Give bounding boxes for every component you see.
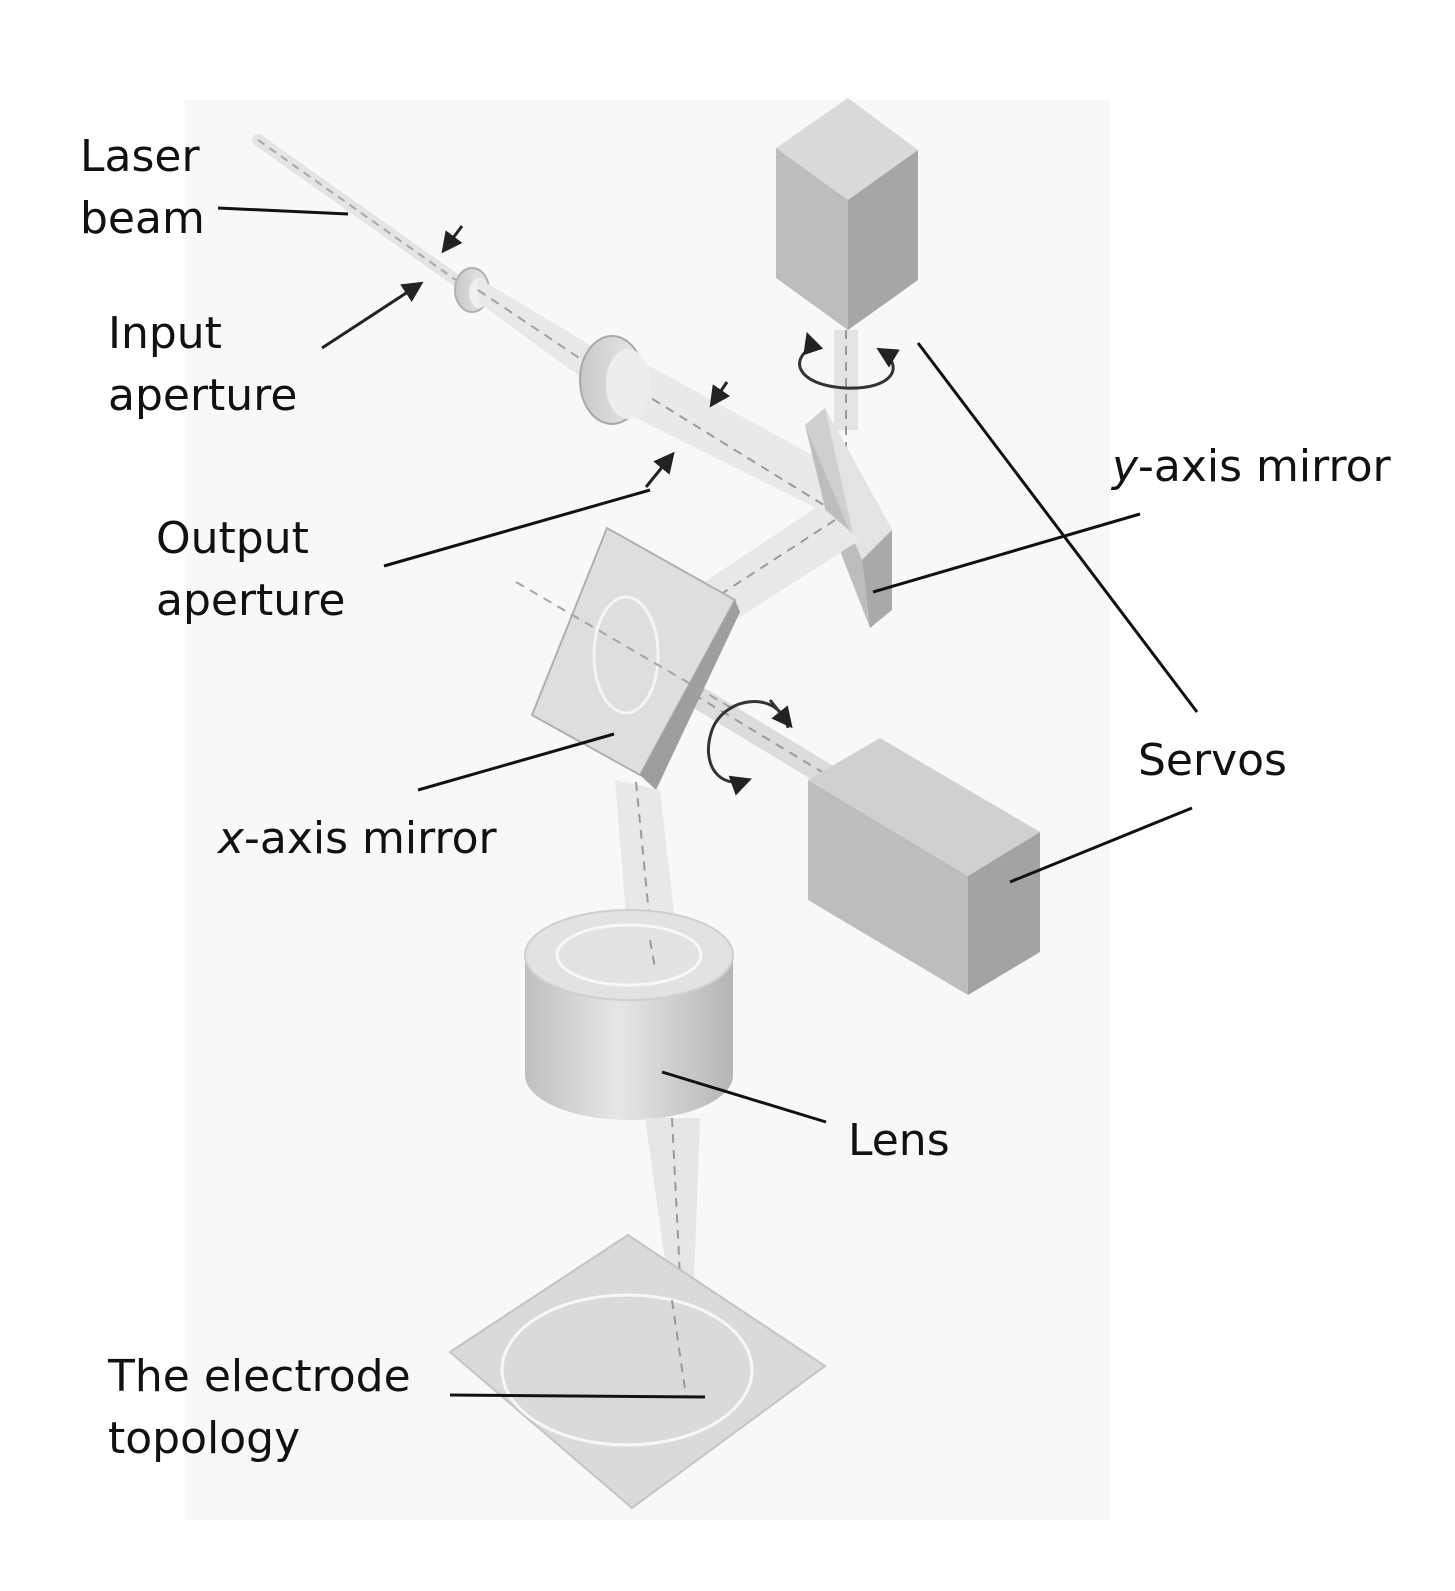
electrode-plate [448, 1233, 827, 1510]
leader-lens [661, 1070, 827, 1124]
servo-y-box [776, 98, 918, 330]
label-y-axis-mirror: y-axis mirror [1112, 441, 1391, 492]
label-input-aperture: Input aperture [108, 308, 298, 421]
servo-y-shaft [834, 330, 858, 480]
label-electrode-topology: The electrode topology [108, 1351, 411, 1464]
leader-servos-top [916, 342, 1199, 713]
output-aperture-arrows-icon [644, 381, 731, 488]
leader-servos-bottom [1009, 806, 1193, 884]
output-aperture [579, 335, 650, 425]
input-aperture-arrows-icon [321, 225, 464, 350]
leader-electrode [449, 1393, 706, 1399]
label-x-axis-mirror: x-axis mirror [218, 813, 497, 864]
lens [524, 909, 734, 1120]
leader-output-aperture [383, 488, 651, 568]
servo-x-box [808, 738, 1040, 995]
label-output-aperture: Output aperture [156, 513, 346, 626]
leader-x-axis-mirror [417, 732, 615, 792]
leader-y-axis-mirror [872, 512, 1141, 594]
label-lens: Lens [848, 1115, 950, 1166]
beam-to-y-mirror [620, 350, 870, 535]
x-mirror-axis-dash [515, 581, 736, 711]
label-servos: Servos [1138, 735, 1287, 786]
x-rotation-arrow-icon [706, 699, 793, 796]
laser-beam [252, 134, 476, 296]
y-rotation-arrow-icon [798, 332, 900, 390]
leader-lines [217, 206, 1199, 1399]
label-laser-beam: Laser beam [80, 131, 205, 244]
leader-laser-beam [217, 206, 349, 216]
servo-x-shaft [672, 678, 840, 787]
beam-to-x-mirror [700, 505, 860, 620]
